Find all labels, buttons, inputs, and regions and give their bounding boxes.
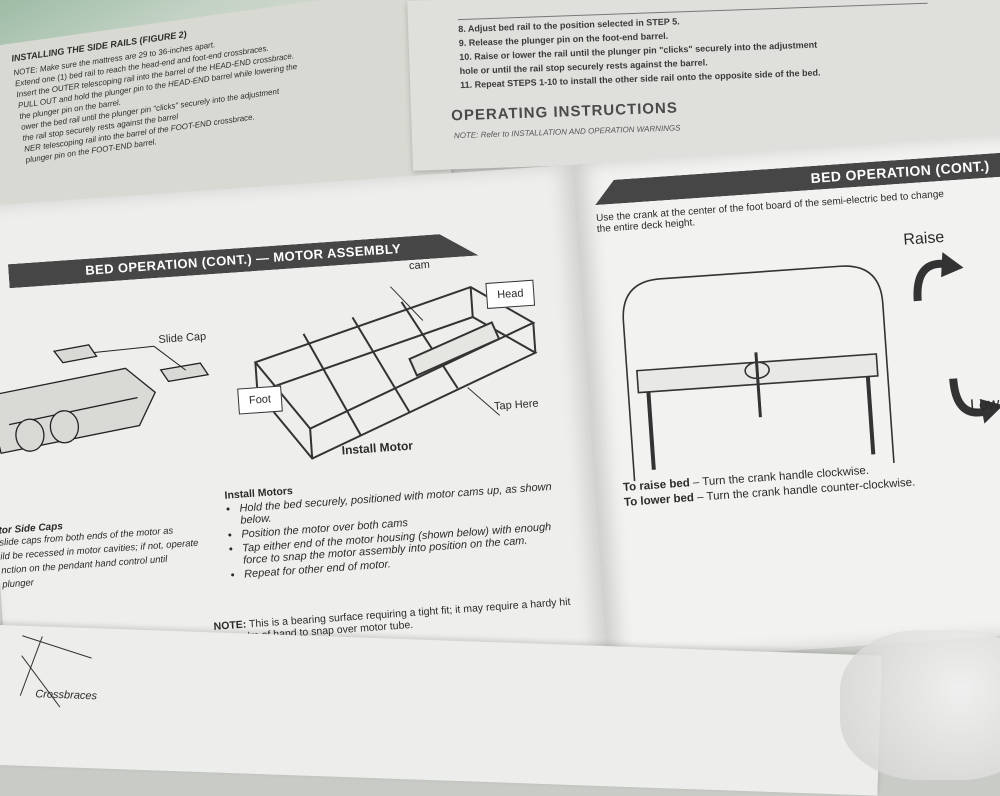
background-sheet-bottom: Crossbraces [0, 624, 883, 796]
background-steps: 8. Adjust bed rail to the position selec… [458, 4, 1000, 93]
side-caps-section: tor Side Caps slide caps from both ends … [0, 512, 202, 593]
footboard-outline [622, 265, 895, 482]
bed-frame-diagram [253, 285, 538, 460]
raise-arrow-icon [913, 252, 964, 302]
slide-cap-left-shape [52, 344, 98, 364]
operating-instructions-heading: OPERATING INSTRUCTIONS [450, 99, 679, 125]
left-page: BED OPERATION (CONT.) — MOTOR ASSEMBLY S… [0, 164, 608, 706]
right-page: BED OPERATION (CONT.) Use the crank at t… [572, 134, 1000, 664]
slide-cap-right-shape [159, 362, 210, 383]
operating-note: NOTE: Refer to INSTALLATION AND OPERATIO… [453, 123, 681, 141]
crossbraces-label: Crossbraces [35, 688, 98, 703]
cam-label: cam [408, 258, 431, 273]
foot-label: Foot [237, 385, 283, 415]
raise-label: Raise [902, 228, 945, 249]
crank-diagram [622, 265, 895, 482]
motor-end-shape [15, 418, 45, 452]
side-cap-diagram [0, 344, 210, 454]
head-label: Head [485, 279, 536, 309]
install-motors-section: Install Motors Hold the bed securely, po… [224, 466, 570, 583]
manual-booklet: BED OPERATION (CONT.) — MOTOR ASSEMBLY S… [0, 134, 1000, 706]
lower-label: Low [969, 395, 1000, 415]
crossbrace-diagram [19, 635, 92, 708]
plastic-wrap [840, 630, 1000, 780]
crank-handle-shape [754, 352, 762, 418]
lower-arrow-icon [949, 378, 1000, 424]
lower-bed-label: To lower bed [623, 492, 695, 509]
